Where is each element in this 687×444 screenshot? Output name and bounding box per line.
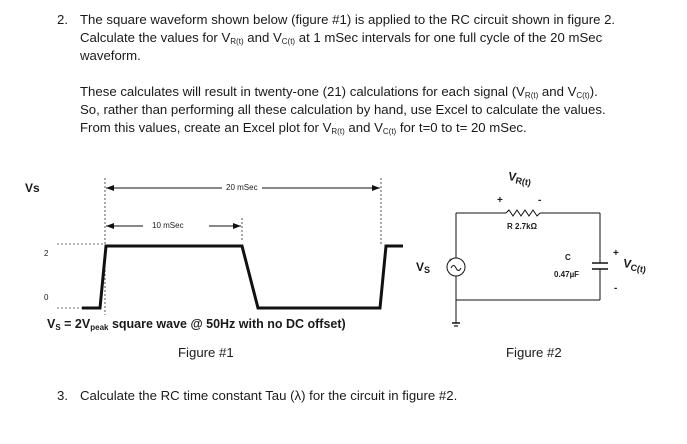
figure1-period-label: 20 mSec xyxy=(226,183,258,192)
figure2-capacitor-label: C xyxy=(565,253,571,262)
q2-line-1: The square waveform shown below (figure … xyxy=(80,12,616,27)
figure2-capacitor-value: 0.47µF xyxy=(554,270,580,279)
q2-line-3: waveform. xyxy=(80,48,141,63)
figure1-label: Figure #1 xyxy=(178,345,234,360)
figure1-y-high-label: 2 xyxy=(44,249,49,258)
q2-number: 2. xyxy=(57,12,68,27)
figure2-cap-minus: - xyxy=(614,283,618,294)
figure2-resistor-label: R 2.7kΩ xyxy=(507,222,537,231)
figure2-cap-plus: + xyxy=(613,248,619,259)
q2-para2-line-3: From this values, create an Excel plot f… xyxy=(80,120,527,136)
q3-number: 3. xyxy=(57,388,68,403)
figure2-label: Figure #2 xyxy=(506,345,562,360)
figure1-vs-label: Vs xyxy=(25,181,40,195)
q2-line-2: Calculate the values for VR(t) and VC(t)… xyxy=(80,30,603,46)
q2-para2-line-1: These calculates will result in twenty-o… xyxy=(80,84,598,100)
svg-text:+: + xyxy=(449,258,453,264)
figure2-resistor-minus: - xyxy=(538,195,542,206)
q3-text: Calculate the RC time constant Tau (λ) f… xyxy=(80,388,458,403)
figure1-half-period-label: 10 mSec xyxy=(152,221,184,230)
figure1-y-low-label: 0 xyxy=(44,293,49,302)
figure2-vs-label: VS xyxy=(416,260,431,275)
figure1-caption: VS = 2Vpeak square wave @ 50Hz with no D… xyxy=(47,317,346,332)
q2-para2-line-2: So, rather than performing all these cal… xyxy=(80,102,606,117)
figure2-resistor-plus: + xyxy=(497,195,503,206)
